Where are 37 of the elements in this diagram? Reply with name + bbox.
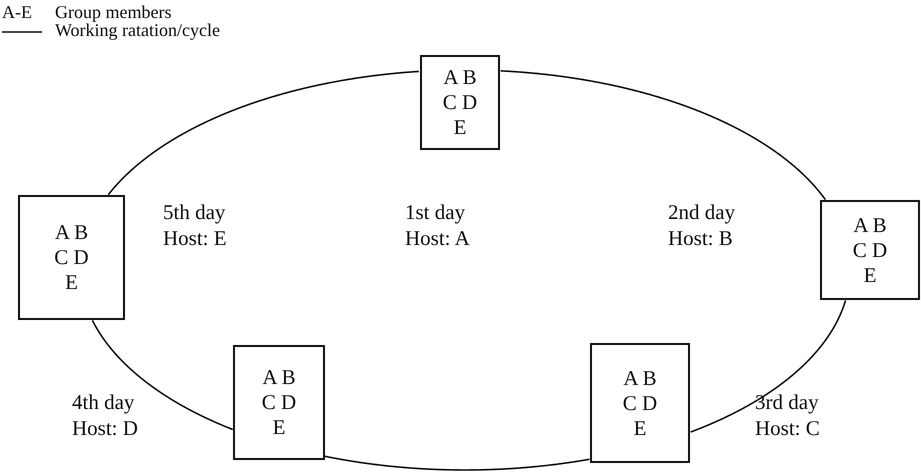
host-label: Host: E	[163, 226, 227, 251]
member-letters: A B	[54, 220, 88, 245]
member-box	[18, 195, 125, 320]
member-letters: E	[454, 115, 466, 140]
day-label: 4th day	[72, 390, 134, 415]
cycle-line	[500, 70, 826, 200]
member-letters: C D	[852, 238, 888, 262]
member-letters: C D	[622, 390, 658, 416]
key-symbol: A-E	[2, 2, 32, 22]
member-letters: C D	[262, 390, 296, 415]
cycle-line	[108, 70, 419, 196]
member-letters: E	[272, 415, 286, 440]
host-label: Host: A	[405, 226, 470, 251]
host-label: Host: B	[668, 226, 733, 251]
day-label: 1st day	[405, 200, 466, 225]
member-letters: C D	[442, 90, 478, 115]
host-label: Host: C	[755, 416, 820, 441]
day-label: 3rd day	[755, 390, 819, 415]
member-letters: A B	[623, 366, 657, 390]
member-letters: E	[65, 270, 78, 295]
member-letters: A B	[443, 65, 477, 90]
member-box	[590, 343, 690, 463]
member-letters: C D	[54, 245, 89, 270]
member-letters: A B	[853, 212, 887, 238]
key-text: Group members	[55, 2, 172, 22]
member-box	[420, 55, 500, 150]
member-box	[820, 200, 920, 300]
day-label: 5th day	[163, 200, 226, 225]
member-letters: A B	[262, 365, 296, 390]
host-label: Host: D	[72, 416, 138, 441]
member-letters: E	[864, 262, 876, 288]
day-label: 2nd day	[668, 200, 736, 225]
cycle-line	[92, 320, 234, 430]
member-letters: E	[634, 416, 646, 440]
cycle-line	[324, 456, 590, 471]
cycle-line	[690, 300, 846, 433]
member-box	[233, 345, 325, 460]
